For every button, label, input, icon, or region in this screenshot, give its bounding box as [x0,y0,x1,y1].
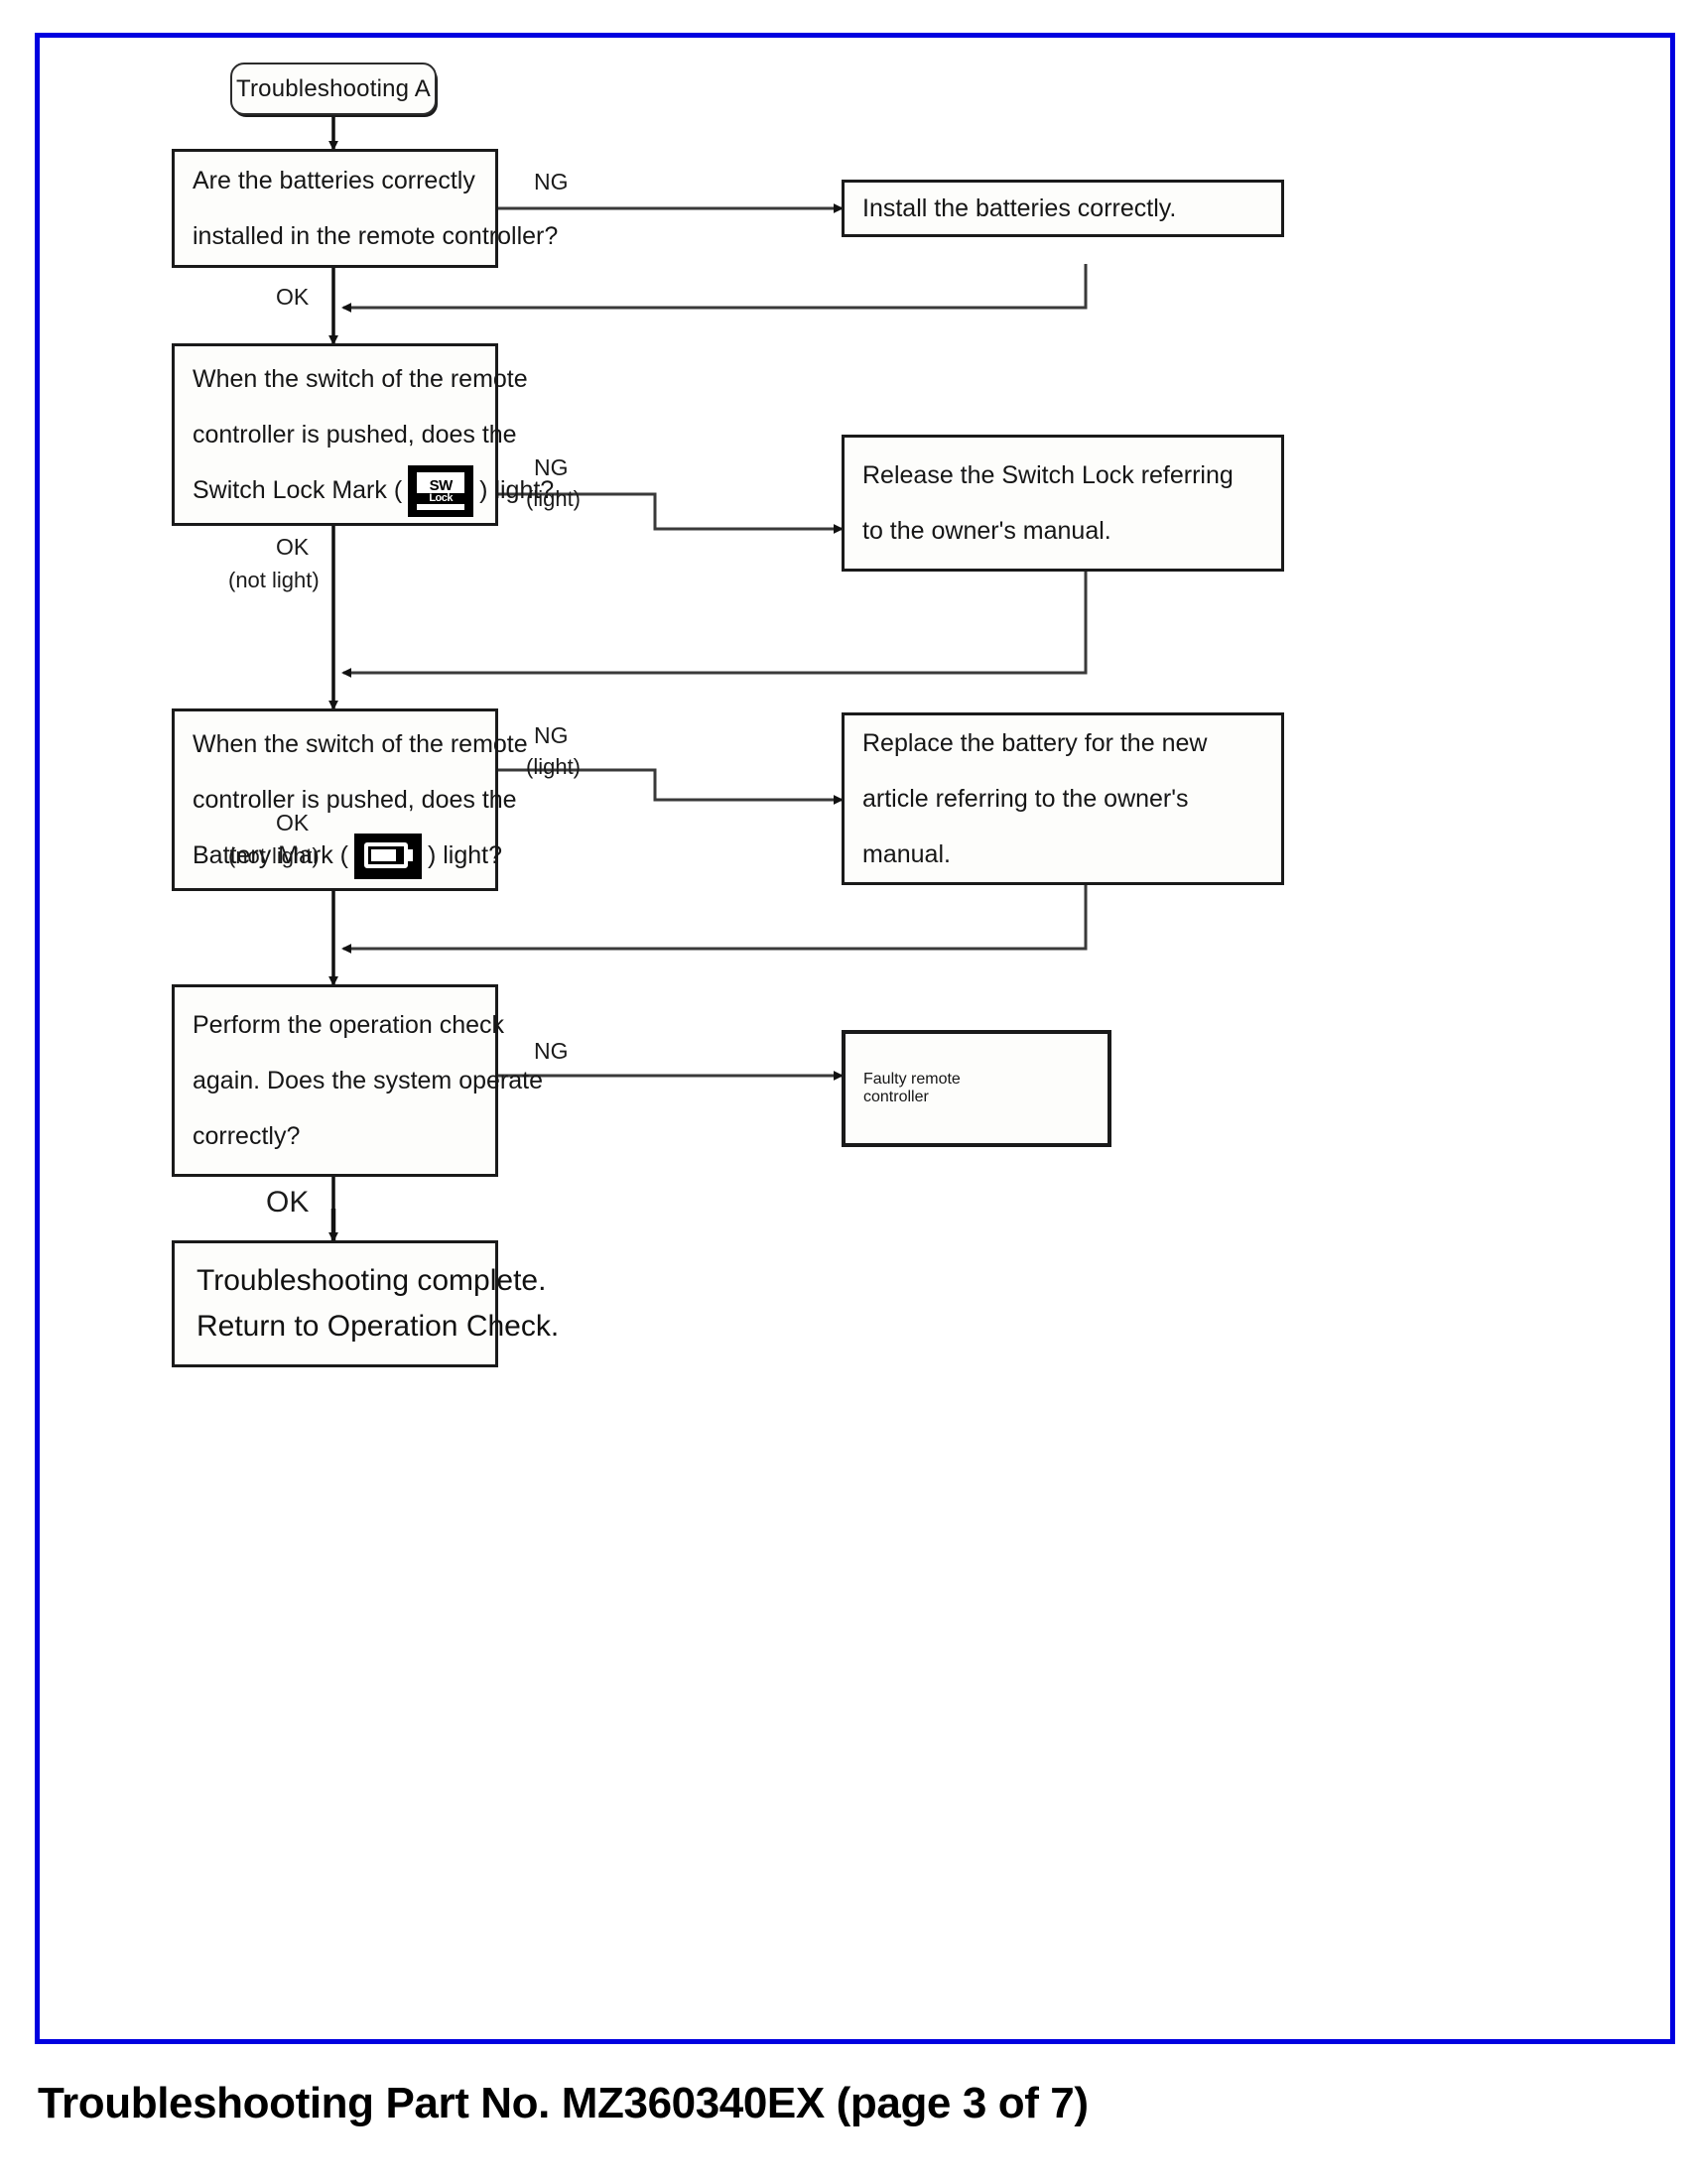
troubleshooting-flowchart: Troubleshooting A Are the batteries corr… [40,38,1680,2049]
result-faulty-remote-controller-line-2: controller [863,1089,929,1105]
battery-mark-icon-cap [405,849,413,862]
decision-batteries-installed-line-2: installed in the remote controller? [193,222,559,250]
decision-operation-check-line-3: correctly? [193,1122,301,1150]
action-install-batteries[interactable]: Install the batteries correctly. [842,180,1284,237]
decision-switch-lock-mark-line-3-prefix: Switch Lock Mark ( [193,476,403,504]
edge-label-ng-2: NG [534,454,569,480]
action-replace-battery-line-2: article referring to the owner's [862,785,1189,813]
edge-label-ok-2: OK [276,534,310,560]
page-border-frame: Troubleshooting A Are the batteries corr… [35,33,1675,2044]
page-footer: Troubleshooting Part No. MZ360340EX (pag… [38,2079,1089,2127]
flowchart-start-terminator[interactable]: Troubleshooting A [230,63,437,115]
edge-label-ng-sub-2: (light) [526,486,582,511]
edge-label-ok-4: OK [266,1186,310,1219]
decision-battery-mark-line-3-suffix: ) light? [427,841,503,869]
terminator-troubleshooting-complete-line-1: Troubleshooting complete. [196,1264,547,1297]
edge-label-ok-sub-3: (not light) [228,843,320,868]
decision-switch-lock-mark-line-3-suffix: ) light? [479,476,555,504]
edge-label-ok-sub-2: (not light) [228,568,320,592]
action-release-switch-lock-line-1: Release the Switch Lock referring [862,461,1234,489]
switch-lock-mark-icon-inner: SW Lock [417,472,465,511]
decision-operation-check-line-1: Perform the operation check [193,1011,505,1039]
decision-battery-mark-line-1: When the switch of the remote [193,730,528,758]
result-faulty-remote-controller-line-1: Faulty remote [863,1071,961,1088]
action-replace-battery-line-3: manual. [862,840,951,868]
switch-lock-mark-icon-bottom: Lock [417,493,465,505]
action-replace-battery-line-1: Replace the battery for the new [862,729,1208,757]
edge-label-ng-4: NG [534,1038,569,1064]
action-release-switch-lock-line-2: to the owner's manual. [862,517,1111,545]
edge-label-ng-3: NG [534,722,569,748]
edge-label-ok-1: OK [276,284,310,310]
edge-label-ng-sub-3: (light) [526,754,582,779]
terminator-troubleshooting-complete[interactable]: Troubleshooting complete. Return to Oper… [172,1240,560,1367]
decision-battery-mark-line-3: Battery Mark ( ) light? [175,828,502,883]
decision-battery-mark-line-2: controller is pushed, does the [193,786,517,814]
decision-switch-lock-mark-line-2: controller is pushed, does the [193,421,517,449]
decision-switch-lock-mark[interactable]: When the switch of the remote controller… [172,343,554,526]
decision-batteries-installed-line-1: Are the batteries correctly [193,167,475,194]
decision-switch-lock-mark-line-3: Switch Lock Mark ( SW Lock ) light? [175,462,554,518]
switch-lock-mark-icon-top: SW [429,477,454,495]
terminator-troubleshooting-complete-line-2: Return to Operation Check. [196,1310,560,1343]
decision-battery-mark[interactable]: When the switch of the remote controller… [172,708,528,891]
start-label: Troubleshooting A [236,74,431,102]
decision-operation-check[interactable]: Perform the operation check again. Does … [172,984,543,1177]
edge-label-ok-3: OK [276,810,310,835]
action-install-batteries-line-1: Install the batteries correctly. [862,194,1177,222]
decision-batteries-installed[interactable]: Are the batteries correctly installed in… [172,149,559,268]
switch-lock-mark-icon: SW Lock [408,465,474,518]
result-faulty-remote-controller[interactable]: Faulty remote controller [842,1030,1111,1147]
battery-mark-icon-body [363,842,408,869]
action-release-switch-lock[interactable]: Release the Switch Lock referring to the… [842,435,1284,572]
decision-switch-lock-mark-line-1: When the switch of the remote [193,365,528,393]
edge-label-ng-1: NG [534,169,569,194]
action-replace-battery[interactable]: Replace the battery for the new article … [842,712,1284,885]
battery-mark-icon [353,834,422,880]
decision-operation-check-line-2: again. Does the system operate [193,1067,543,1094]
decision-battery-mark-line-3-prefix: Battery Mark ( [193,841,348,869]
